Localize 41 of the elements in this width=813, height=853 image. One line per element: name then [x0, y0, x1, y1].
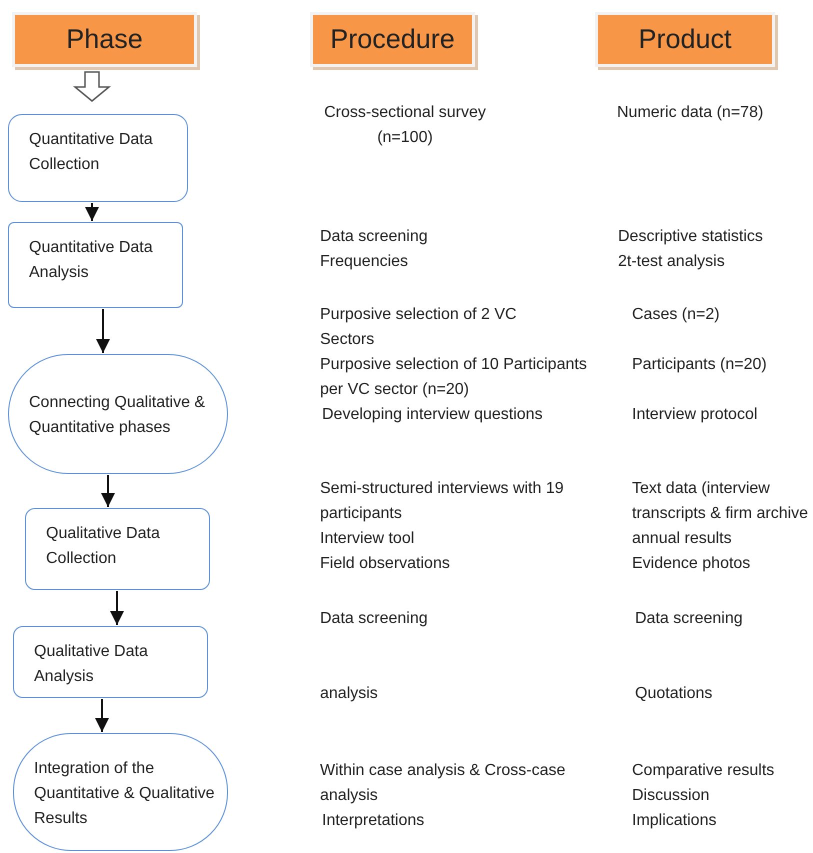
text-label: Field observations — [320, 554, 451, 574]
text-label: Comparative results — [632, 761, 776, 781]
text-label: Purposive selection of 10 Participants per VC sector (n=20) — [320, 355, 588, 400]
text-label: Developing interview questions — [322, 405, 544, 425]
text-label: Interview protocol — [632, 405, 758, 425]
text-label: Discussion — [632, 786, 710, 806]
text-label: Within case analysis & Cross-case analysis — [320, 761, 566, 806]
text-label: Cases (n=2) — [632, 305, 721, 325]
column-header: Phase — [12, 12, 197, 67]
arrow — [85, 203, 99, 221]
terminal-box: Connecting Qualitative & Quantitative phases — [8, 354, 228, 474]
text-label: Frequencies — [320, 252, 410, 272]
arrow — [110, 591, 124, 625]
text-label: Semi-structured interviews with 19 participants — [320, 479, 565, 524]
arrow — [101, 475, 115, 507]
text-label: Purposive selection of 2 VC Sectors — [320, 305, 518, 350]
arrow — [96, 309, 110, 353]
text-label: Interview tool — [320, 529, 416, 549]
text-label: Text data (interview transcripts & firm archive annual results — [632, 479, 810, 549]
text-label: Interpretations — [322, 811, 426, 831]
text-label: Data screening — [635, 609, 744, 629]
process-box: Quantitative Data Collection — [8, 114, 188, 202]
text-label: Implications — [632, 811, 718, 831]
text-label: Data screening — [320, 227, 429, 247]
text-label: Evidence photos — [632, 554, 752, 574]
text-label: Descriptive statistics — [618, 227, 764, 247]
text-label: 2t-test analysis — [618, 252, 726, 272]
process-box: Qualitative Data Collection — [25, 508, 210, 590]
arrow — [95, 699, 109, 732]
text-label: Numeric data (n=78) — [617, 103, 764, 123]
text-label: Cross-sectional survey (n=100) — [323, 103, 487, 148]
block-arrow — [72, 71, 112, 102]
text-label: Participants (n=20) — [632, 355, 768, 375]
text-label: Data screening — [320, 609, 429, 629]
column-header: Product — [595, 12, 775, 67]
text-label: analysis — [320, 684, 379, 704]
process-box: Quantitative Data Analysis — [8, 222, 183, 308]
text-label: Quotations — [635, 684, 714, 704]
column-header: Procedure — [310, 12, 475, 67]
process-box: Qualitative Data Analysis — [13, 626, 208, 698]
terminal-box: Integration of the Quantitative & Qualitative Results — [13, 733, 228, 851]
